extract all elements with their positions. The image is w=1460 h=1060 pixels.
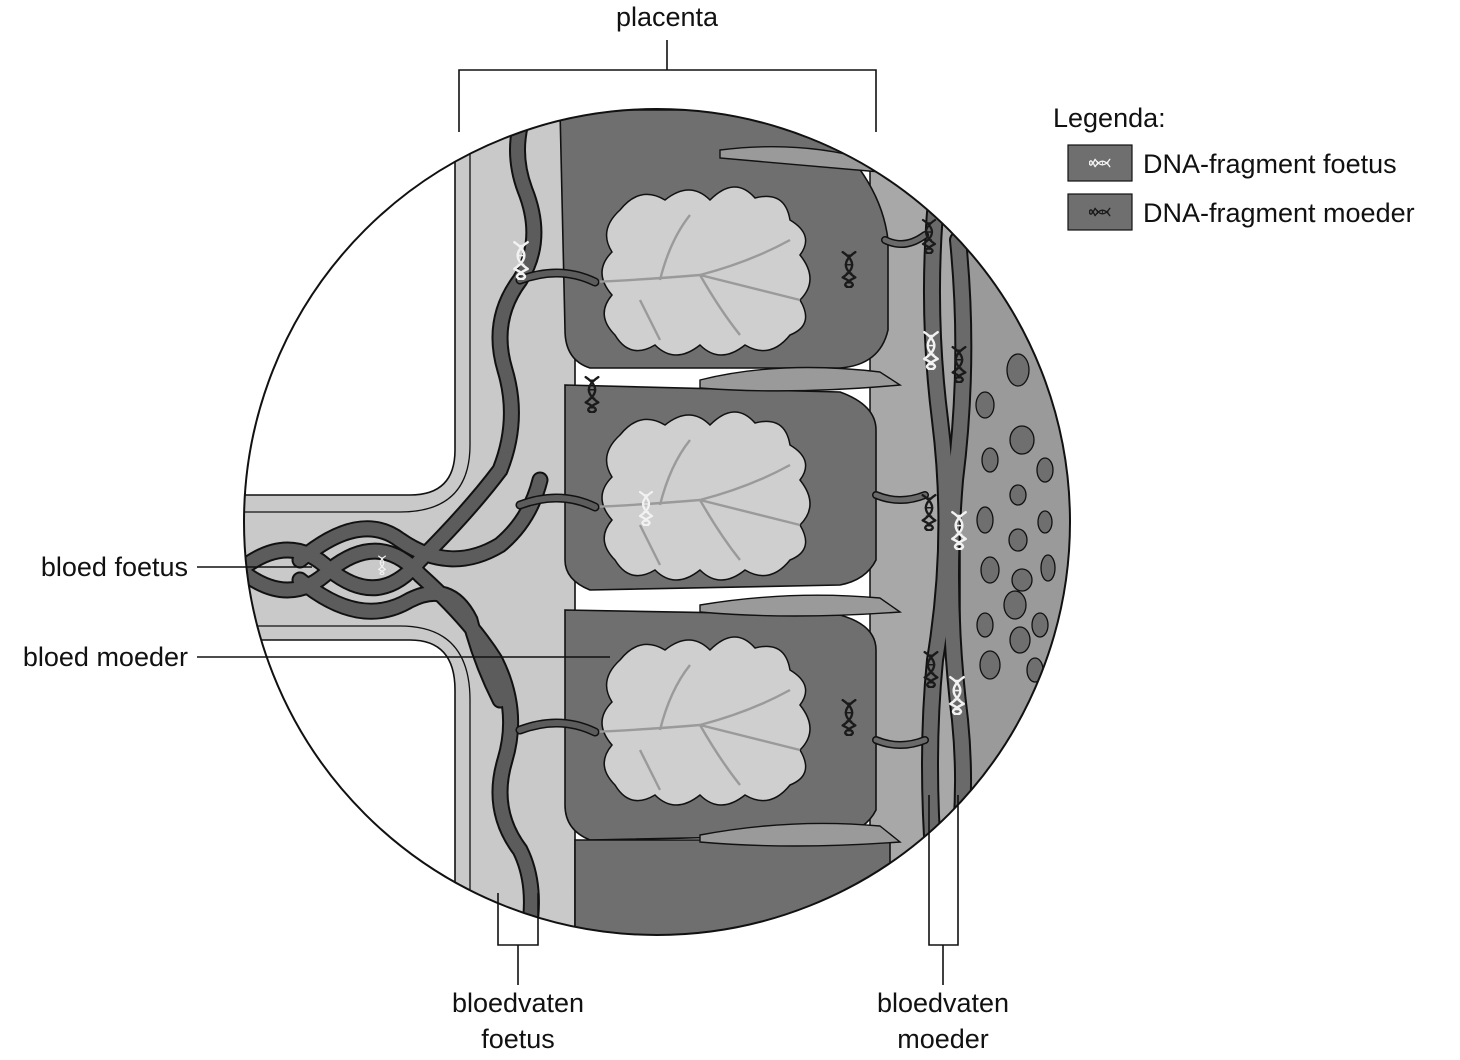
legend-swatch-mother <box>1067 193 1133 231</box>
legend-label-mother: DNA-fragment moeder <box>1143 198 1415 228</box>
label-vessels-fetus-line2: foetus <box>481 1024 555 1054</box>
septa <box>699 145 903 847</box>
uterine-cells <box>975 353 1056 683</box>
label-blood-fetus: bloed foetus <box>41 552 188 582</box>
villus-capillaries <box>589 214 801 791</box>
placenta-bracket <box>458 40 877 132</box>
bracket-vessels-mother <box>928 795 959 985</box>
label-vessels-fetus-line1: bloedvaten <box>452 988 584 1018</box>
legend-swatch-fetus <box>1067 144 1133 182</box>
legend-title: Legenda: <box>1053 103 1166 133</box>
label-vessels-mother-line2: moeder <box>897 1024 989 1054</box>
magnifier-outline <box>243 108 1071 936</box>
label-blood-mother: bloed moeder <box>23 642 188 672</box>
legend-label-fetus: DNA-fragment foetus <box>1143 149 1397 179</box>
umbilical-cord <box>244 109 576 935</box>
label-placenta: placenta <box>616 2 719 32</box>
fetal-vessels <box>244 109 600 935</box>
bracket-vessels-fetus <box>497 893 539 985</box>
label-vessels-mother-line1: bloedvaten <box>877 988 1009 1018</box>
fetal-villi <box>601 186 811 806</box>
maternal-vessels <box>872 171 973 889</box>
legend: Legenda: DNA-fragment foetus DNA-fragmen… <box>1053 103 1415 231</box>
magnified-section <box>244 109 1070 935</box>
